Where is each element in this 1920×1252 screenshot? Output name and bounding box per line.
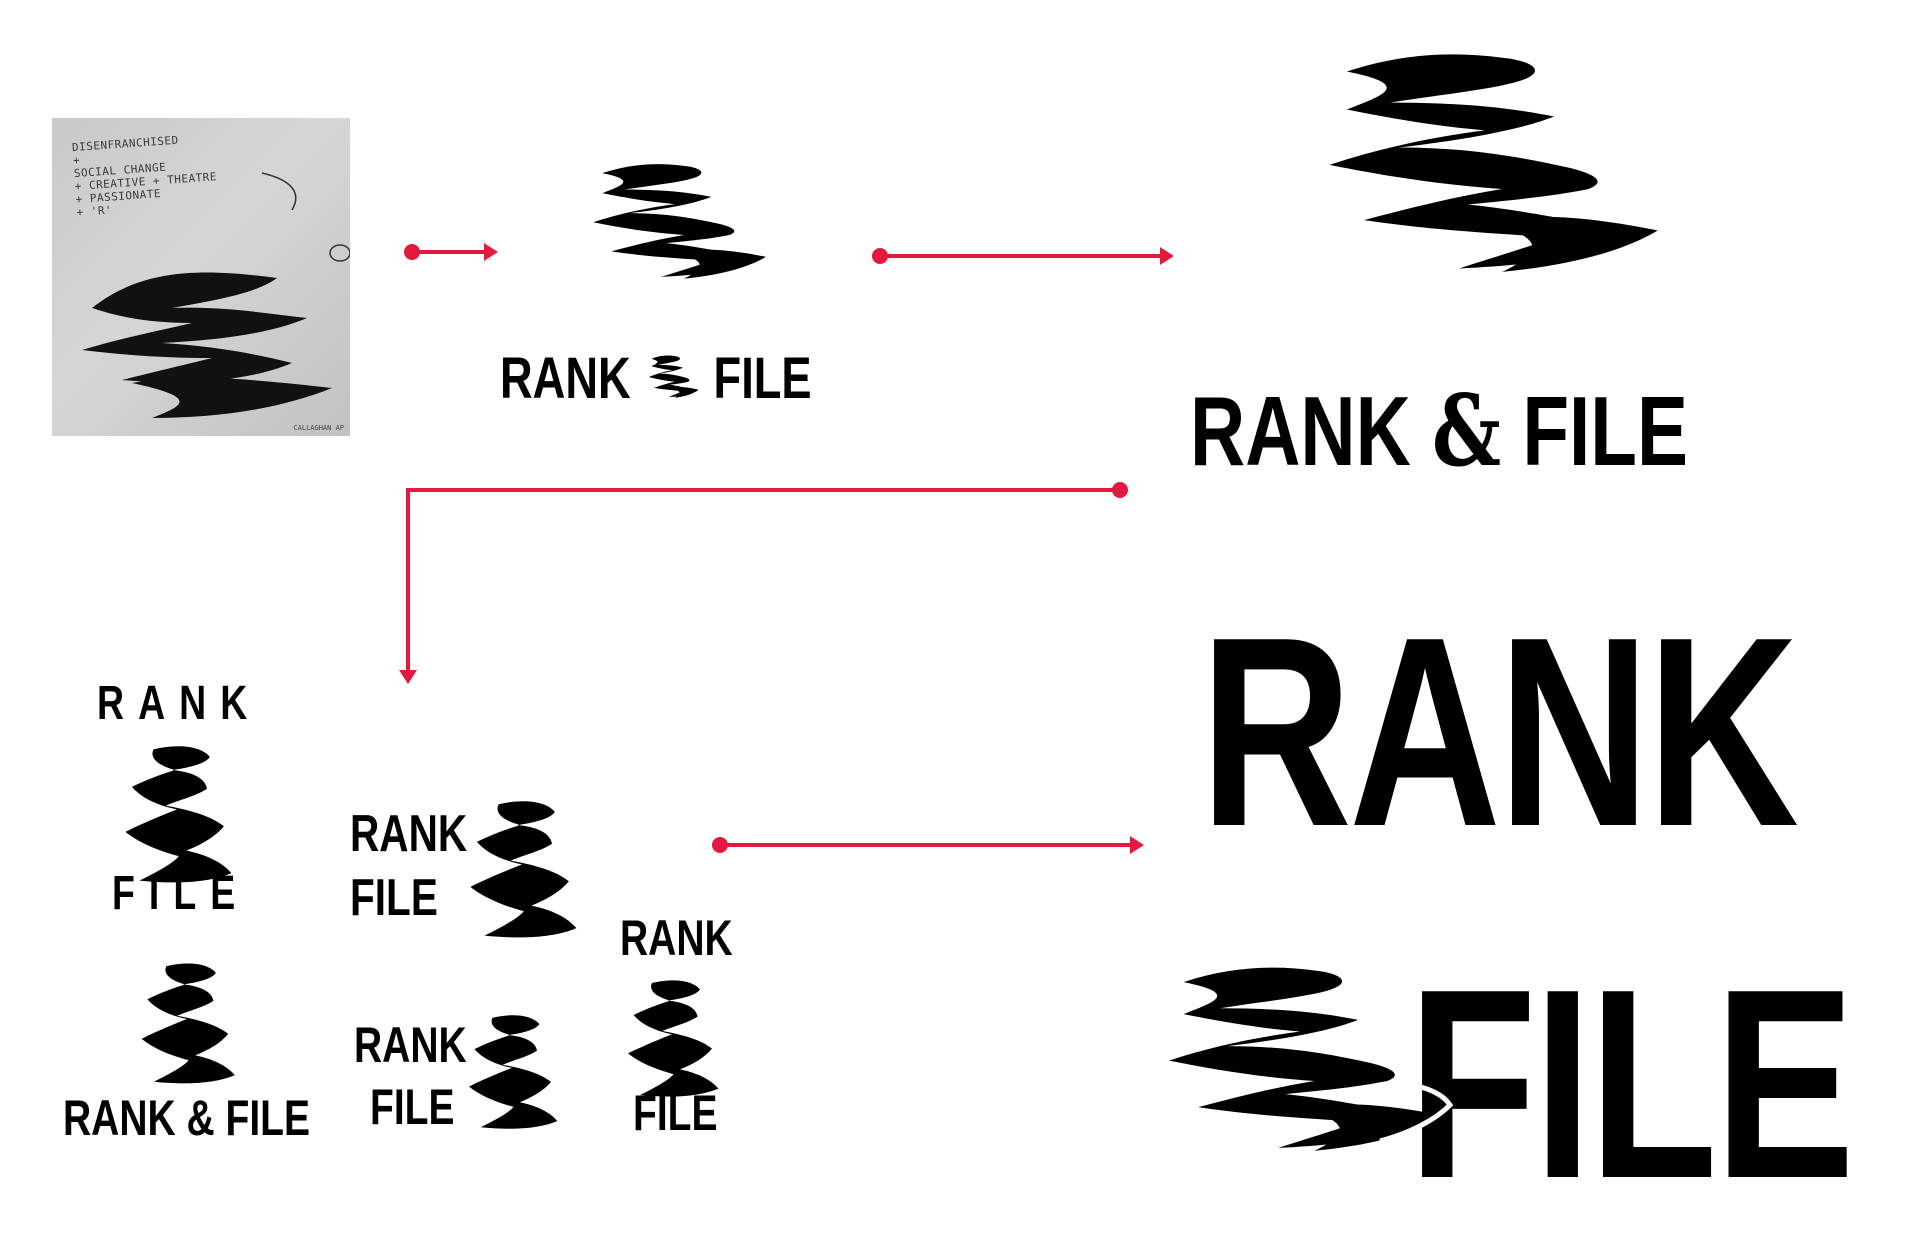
arrow-right-icon bbox=[712, 836, 1144, 854]
stacked-small-file: FILE bbox=[370, 1079, 455, 1135]
bottom-line-wordmark: RANK & FILE bbox=[63, 1090, 310, 1146]
small-file-text: FILE bbox=[713, 346, 812, 411]
arrow-right-icon bbox=[404, 243, 498, 261]
sketch-credit: CALLAGHAN AP bbox=[293, 424, 344, 432]
arrow-down-icon bbox=[399, 482, 1128, 684]
stacked-small-rank: RANK bbox=[354, 1017, 467, 1073]
small-wordmark: RANK FILE bbox=[500, 350, 812, 408]
small-rank-text: RANK bbox=[500, 346, 631, 411]
large-ampersand-icon bbox=[1169, 967, 1454, 1151]
arrow-right-icon bbox=[872, 247, 1174, 265]
stacked-left-rank: RANK bbox=[350, 805, 468, 863]
large-file-text: FILE bbox=[1408, 934, 1855, 1235]
medium-file-text: FILE bbox=[1522, 376, 1688, 486]
concept-sketch-photo: DISENFRANCHISED + SOCIAL CHANGE + CREATI… bbox=[52, 118, 350, 436]
stacked-spaced-file: FILE bbox=[112, 867, 250, 920]
large-rank-text: RANK bbox=[1200, 582, 1799, 883]
stacked-spaced-rank: RANK bbox=[97, 677, 262, 730]
stacked-left-file: FILE bbox=[350, 869, 438, 927]
stacked-right-file: FILE bbox=[633, 1085, 718, 1141]
medium-ampersand: & bbox=[1432, 374, 1502, 489]
sketch-scribble-icon bbox=[82, 172, 350, 418]
stacked-right-rank: RANK bbox=[620, 910, 733, 966]
medium-wordmark: RANK & FILE bbox=[1190, 382, 1688, 481]
medium-rank-text: RANK bbox=[1190, 376, 1411, 486]
